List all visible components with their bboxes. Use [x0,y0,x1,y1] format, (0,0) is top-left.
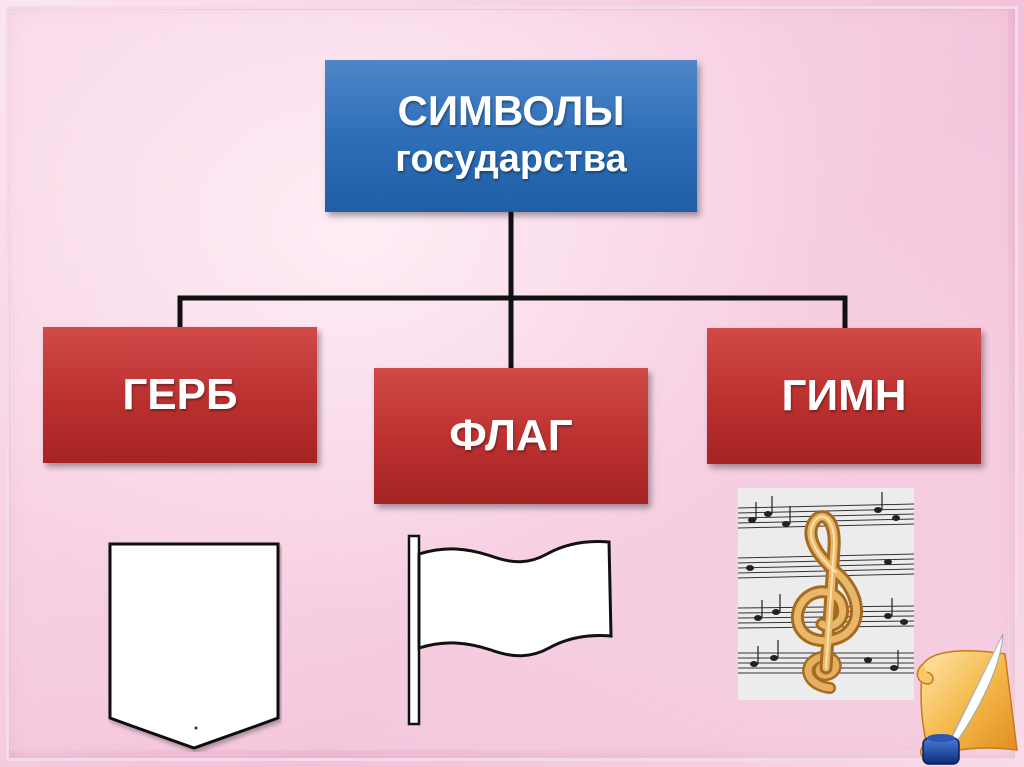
treble-clef-icon [738,488,914,700]
quill-scroll-icon [905,630,1024,767]
root-title: СИМВОЛЫ [397,87,625,135]
node-flag-label: ФЛАГ [449,411,573,460]
node-gimn-label: ГИМН [781,371,907,420]
node-gerb-label: ГЕРБ [122,370,238,419]
slide-frame [6,6,1018,761]
node-flag: ФЛАГ [374,368,648,504]
node-gimn: ГИМН [707,328,981,464]
node-gerb: ГЕРБ [43,327,317,463]
root-node-symbols: СИМВОЛЫ государства [325,60,697,212]
flag-icon [405,532,615,728]
shield-icon [106,540,282,752]
root-subtitle: государства [395,138,627,181]
